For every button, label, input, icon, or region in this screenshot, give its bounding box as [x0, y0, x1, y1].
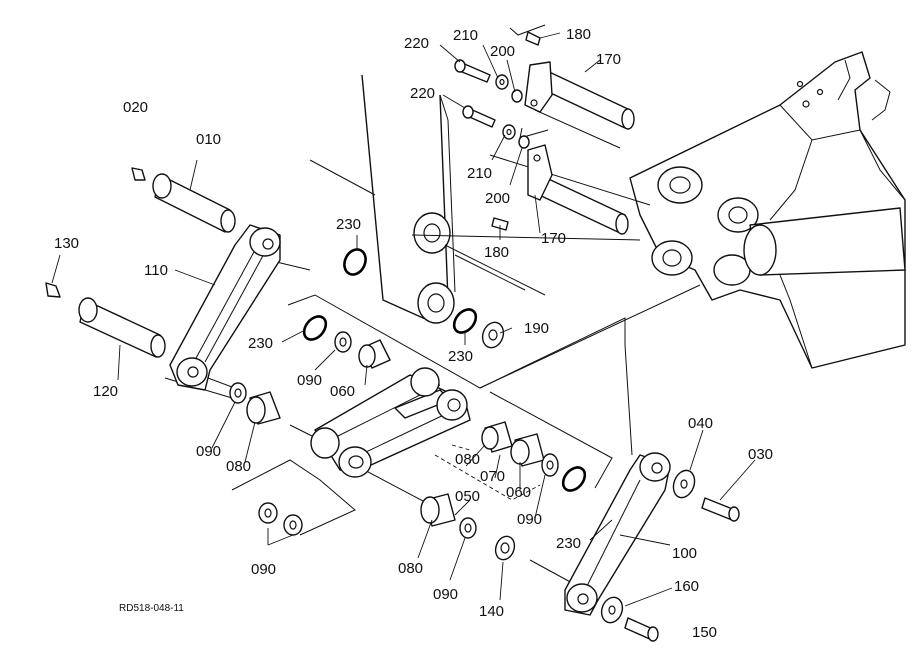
label-100: 100 [672, 545, 697, 562]
label-180-lower: 180 [484, 244, 509, 261]
label-080-a: 080 [226, 458, 251, 475]
label-160: 160 [674, 578, 699, 595]
label-230-a: 230 [336, 216, 361, 233]
dipper-arm [361, 74, 456, 324]
label-230-d: 230 [556, 535, 581, 552]
drawing-reference-code: RD518-048-11 [119, 603, 184, 614]
label-170-upper: 170 [596, 51, 621, 68]
part-labels: 020 010 130 110 120 220 210 200 180 170 … [54, 26, 773, 641]
label-190: 190 [524, 320, 549, 337]
leader-lines [51, 32, 756, 607]
washers-bushings [229, 321, 740, 642]
pin-170-upper [524, 61, 635, 130]
label-090-e: 090 [433, 586, 458, 603]
label-200-upper: 200 [490, 43, 515, 60]
label-090-c: 090 [251, 561, 276, 578]
label-120: 120 [93, 383, 118, 400]
pin-010 [131, 167, 236, 233]
label-230-b: 230 [248, 335, 273, 352]
label-050: 050 [455, 488, 480, 505]
label-230-c: 230 [448, 348, 473, 365]
label-220-lower: 220 [410, 85, 435, 102]
label-090-d: 090 [517, 511, 542, 528]
label-010: 010 [196, 131, 221, 148]
label-150: 150 [692, 624, 717, 641]
label-170-lower: 170 [541, 230, 566, 247]
link-110 [169, 224, 281, 391]
label-090-a: 090 [297, 372, 322, 389]
pin-170-lower [527, 144, 629, 235]
label-220-upper: 220 [404, 35, 429, 52]
label-060-b: 060 [506, 484, 531, 501]
label-110: 110 [144, 262, 168, 279]
label-030: 030 [748, 446, 773, 463]
label-080-c: 080 [398, 560, 423, 577]
label-020: 020 [123, 99, 148, 116]
label-180-upper: 180 [566, 26, 591, 43]
label-070: 070 [480, 468, 505, 485]
label-090-b: 090 [196, 443, 221, 460]
label-060-a: 060 [330, 383, 355, 400]
label-210-lower: 210 [467, 165, 492, 182]
label-210-upper: 210 [453, 27, 478, 44]
link-100 [564, 452, 671, 616]
label-130: 130 [54, 235, 79, 252]
label-080-b: 080 [455, 451, 480, 468]
label-140: 140 [479, 603, 504, 620]
label-200-lower: 200 [485, 190, 510, 207]
label-040: 040 [688, 415, 713, 432]
link-050 [310, 367, 471, 478]
fasteners-upper [454, 31, 541, 231]
bucket-assembly [629, 51, 906, 369]
pin-120 [45, 282, 166, 358]
o-rings [302, 248, 587, 492]
